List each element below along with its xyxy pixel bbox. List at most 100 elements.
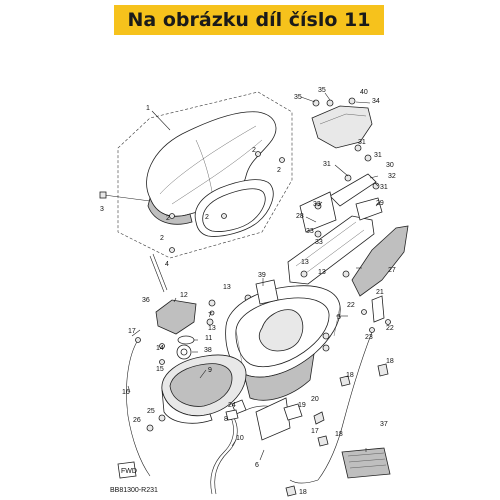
callout-35: 35 — [318, 87, 326, 94]
callout-34: 34 — [372, 98, 380, 105]
callout-2: 2 — [160, 235, 164, 242]
cable-16 — [126, 337, 151, 477]
battery-cover-12 — [155, 299, 197, 335]
callout-6: 6 — [255, 462, 259, 469]
callout-labels: 1 2 2 2 2 2 3 4 5 6 7 8 9 10 11 12 13 13… — [100, 87, 396, 496]
callout-12: 12 — [180, 292, 188, 299]
callout-2: 2 — [277, 167, 281, 174]
callout-31: 31 — [380, 184, 388, 191]
part-20 — [313, 411, 325, 425]
callout-2: 2 — [205, 214, 209, 221]
callout-32: 32 — [388, 173, 396, 180]
callout-31: 31 — [358, 139, 366, 146]
part-8 — [225, 409, 239, 421]
storage-box-5 — [225, 285, 341, 401]
callout-19: 19 — [298, 402, 306, 409]
callout-31: 31 — [374, 152, 382, 159]
callout-38: 38 — [204, 347, 212, 354]
callout-26: 26 — [133, 417, 141, 424]
grommet — [279, 157, 285, 163]
callout-7: 7 — [208, 312, 212, 319]
callout-39: 39 — [258, 272, 266, 279]
callout-40: 40 — [360, 89, 368, 96]
title-banner: Na obrázku díl číslo 11 — [114, 5, 384, 35]
callout-22: 22 — [347, 302, 355, 309]
diagram-code: BB81300-R231 — [110, 487, 158, 494]
part-15 — [159, 359, 165, 365]
grommet — [322, 332, 330, 340]
part-18c — [317, 435, 329, 447]
rod-36 — [149, 253, 168, 293]
part-18b — [339, 375, 351, 387]
latch-21 — [361, 295, 391, 333]
callout-11: 11 — [205, 335, 212, 342]
callout-17: 17 — [128, 328, 136, 335]
seat-assembly — [117, 91, 293, 259]
callout-21: 21 — [376, 289, 384, 296]
callout-24: 24 — [228, 402, 236, 409]
callout-25: 25 — [147, 408, 155, 415]
callout-36: 36 — [142, 297, 150, 304]
callout-14: 14 — [156, 345, 164, 352]
callout-1: 1 — [146, 105, 150, 112]
callout-5: 5 — [337, 314, 341, 321]
callout-18: 18 — [335, 431, 343, 438]
callout-23: 23 — [365, 334, 373, 341]
callout-13: 13 — [301, 259, 309, 266]
callout-27: 27 — [388, 267, 396, 274]
callout-20: 20 — [311, 396, 319, 403]
callout-22: 22 — [386, 325, 394, 332]
bolt-26 — [146, 424, 154, 432]
callout-18: 18 — [346, 372, 354, 379]
bracket-6 — [255, 397, 291, 441]
callout-3: 3 — [100, 206, 104, 213]
callout-33: 33 — [313, 201, 321, 208]
cable-17 — [317, 331, 373, 481]
callout-28: 28 — [296, 213, 304, 220]
side-cover-27 — [342, 225, 409, 297]
bolt-7 — [209, 310, 215, 316]
callout-33: 33 — [315, 239, 323, 246]
callout-4: 4 — [165, 261, 169, 268]
callout-10: 10 — [236, 435, 244, 442]
callout-30: 30 — [386, 162, 394, 169]
bolt-3 — [99, 191, 151, 202]
callout-29: 29 — [376, 200, 384, 207]
washer-38 — [176, 344, 192, 360]
manual-37 — [341, 447, 391, 479]
part-11 — [177, 335, 195, 345]
fwd-indicator: FWD — [117, 461, 137, 479]
leader-lines — [127, 92, 381, 461]
grommet — [169, 213, 175, 219]
clip-17 — [131, 329, 141, 337]
callout-33: 33 — [306, 228, 314, 235]
callout-18: 18 — [386, 358, 394, 365]
callout-37: 37 — [380, 421, 388, 428]
grommet — [322, 344, 330, 352]
battery-tray-9 — [161, 354, 247, 424]
grommet — [255, 151, 261, 157]
banner-text: Na obrázku díl číslo 11 — [127, 9, 371, 31]
part-18d — [285, 485, 297, 497]
cover-39 — [255, 279, 279, 305]
callout-35: 35 — [294, 94, 302, 101]
grommet — [221, 213, 227, 219]
callout-18: 18 — [299, 489, 307, 496]
part-18 — [377, 363, 389, 377]
callout-13: 13 — [318, 269, 326, 276]
callout-31: 31 — [323, 161, 331, 168]
grommet — [169, 247, 175, 253]
part-19 — [283, 403, 303, 421]
callout-13: 13 — [208, 325, 216, 332]
callout-16: 16 — [122, 389, 130, 396]
callout-9: 9 — [208, 367, 212, 374]
fasteners-31 — [344, 144, 380, 190]
cable-17-end — [289, 479, 319, 484]
callout-8: 8 — [224, 416, 228, 423]
callout-13: 13 — [223, 284, 231, 291]
bolt-25 — [158, 414, 166, 422]
bracket-29 — [355, 197, 383, 221]
part-14 — [159, 343, 165, 349]
callout-2: 2 — [166, 215, 170, 222]
